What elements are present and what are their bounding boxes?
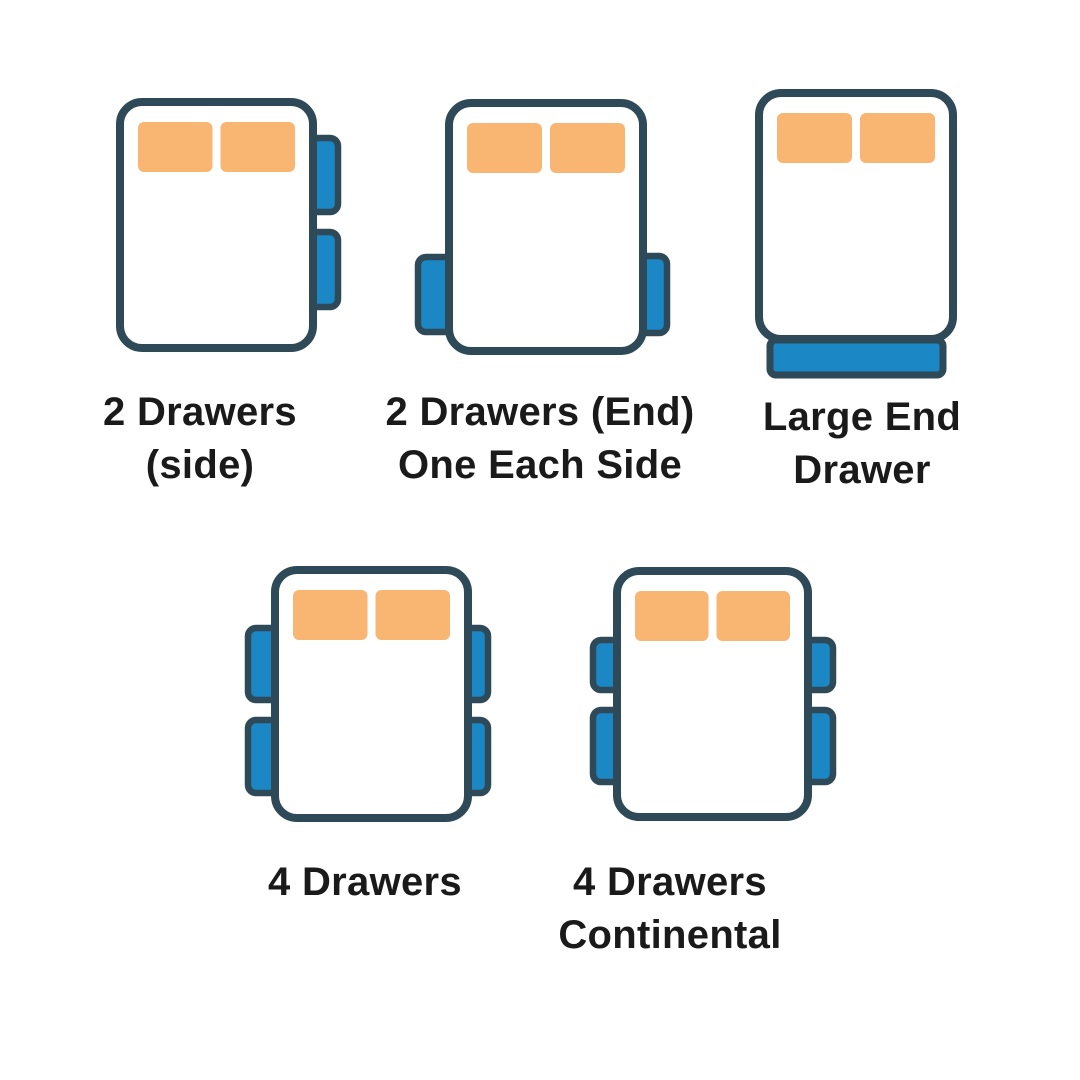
bed-figure-4-drawers-continental (589, 567, 837, 821)
bed-label-4-drawers-continental: 4 Drawers Continental (558, 856, 781, 962)
pillow-left (777, 113, 852, 163)
label-line-1: 4 Drawers (268, 860, 462, 904)
pillow-right (220, 122, 295, 172)
bed-figure-4-drawers (244, 566, 492, 822)
label-line-1: 2 Drawers (End) (385, 390, 695, 434)
bed-figure-2-drawers-end-one-each-side (414, 99, 671, 355)
pillow-right (550, 123, 625, 173)
label-line-2: One Each Side (398, 443, 682, 487)
pillow-right (860, 113, 935, 163)
pillow-left (635, 591, 709, 641)
bed-label-4-drawers: 4 Drawers (268, 856, 462, 909)
pillow-left (138, 122, 213, 172)
label-line-1: 2 Drawers (103, 390, 297, 434)
pillow-right (375, 590, 450, 640)
pillow-left (467, 123, 542, 173)
pillow-right (716, 591, 790, 641)
bed-figure-large-end-drawer (755, 89, 957, 379)
label-line-1: Large End (762, 395, 962, 439)
pillow-left (293, 590, 368, 640)
label-line-1: 4 Drawers (573, 860, 767, 904)
bed-label-2-drawers-side: 2 Drawers (side) (103, 386, 297, 492)
label-line-2: (side) (145, 443, 255, 487)
bed-label-2-drawers-end: 2 Drawers (End) One Each Side (385, 386, 694, 492)
label-line-2: Drawer (793, 448, 931, 492)
bed-label-large-end-drawer: Large End Drawer (763, 391, 961, 497)
label-line-2: Continental (558, 913, 782, 957)
drawer-end (766, 336, 947, 379)
bed-figure-2-drawers-side (116, 98, 342, 352)
